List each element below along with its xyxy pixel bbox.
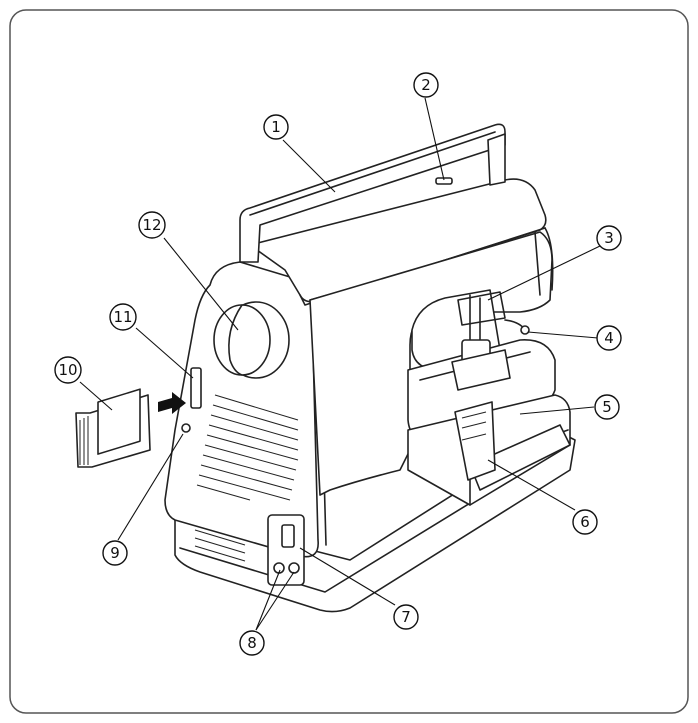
callout-label-5: 5 <box>602 398 612 416</box>
callout-11: 11 <box>109 303 137 331</box>
callout-label-1: 1 <box>271 118 281 136</box>
callout-5: 5 <box>594 394 620 420</box>
callout-2: 2 <box>413 72 439 98</box>
callout-9: 9 <box>102 540 128 566</box>
callout-1: 1 <box>263 114 289 140</box>
callout-label-6: 6 <box>580 513 590 531</box>
callout-10: 10 <box>54 356 82 384</box>
callout-label-9: 9 <box>110 544 120 562</box>
callout-label-8: 8 <box>247 634 257 652</box>
leader-lines <box>79 97 601 631</box>
callout-4: 4 <box>596 325 622 351</box>
callout-label-7: 7 <box>401 608 411 626</box>
callout-12: 12 <box>138 211 166 239</box>
callout-label-2: 2 <box>421 76 431 94</box>
callout-label-3: 3 <box>604 229 614 247</box>
callout-7: 7 <box>393 604 419 630</box>
callout-8: 8 <box>239 630 265 656</box>
callout-3: 3 <box>596 225 622 251</box>
callout-label-4: 4 <box>604 329 614 347</box>
callout-6: 6 <box>572 509 598 535</box>
callouts: 1 2 3 4 5 6 7 8 9 10 11 12 <box>54 72 622 656</box>
callout-label-11: 11 <box>113 308 132 326</box>
callout-label-12: 12 <box>142 216 161 234</box>
callout-label-10: 10 <box>58 361 77 379</box>
